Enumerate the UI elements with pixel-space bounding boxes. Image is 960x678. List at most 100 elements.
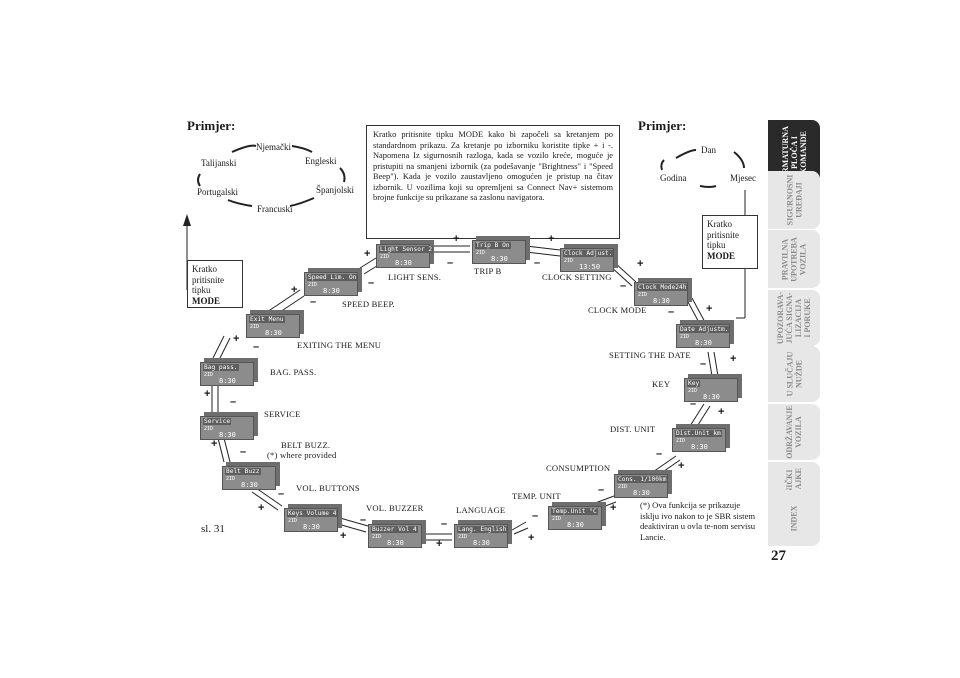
screen-cons-line3: 8:30	[633, 489, 650, 497]
plus-sign: +	[364, 248, 371, 260]
screen-clock-mode-line2: 2ID	[638, 292, 648, 298]
label-key: KEY	[652, 379, 671, 389]
screen-belt-buzz-line3: 8:30	[241, 481, 258, 489]
label-setting-date: SETTING THE DATE	[609, 350, 691, 360]
page-number: 27	[771, 548, 786, 564]
label-exiting-menu: EXITING THE MENU	[297, 340, 382, 350]
tab-warning-lights[interactable]: UPOZORAVA- JUĆA SIGNA- LIZACIJA I PORUKE	[768, 290, 820, 346]
screen-temp-unit-line2: 2ID	[552, 516, 562, 522]
press-mode-left: Kratko pritisnite tipku MODE	[187, 260, 243, 308]
press-mode-right-line4: MODE	[707, 250, 735, 261]
screen-clock-mode-line3: 8:30	[653, 297, 670, 305]
screen-light-sensor-line3: 8:30	[395, 259, 412, 267]
minus-sign: –	[532, 510, 539, 522]
plus-sign: +	[204, 388, 211, 400]
screen-cons-line1: Cons. 1/100km	[617, 476, 668, 483]
label-language: LANGUAGE	[456, 505, 506, 515]
screen-bag-pass-line1: Bag pass.	[203, 364, 239, 371]
label-clock-mode: CLOCK MODE	[588, 305, 647, 315]
screen-date-adjust: Date Adjustm. 2ID 8:30	[676, 320, 734, 348]
date-year: Godina	[660, 173, 687, 183]
right-example-title: Primjer:	[638, 118, 687, 133]
screen-lang-line1: Lang. English	[457, 526, 508, 533]
plus-sign: +	[453, 233, 460, 245]
label-vol-buzzer: VOL. BUZZER	[366, 503, 424, 513]
tab-correct-use[interactable]: PRAVILNA UPOTREBA VOZILA	[768, 230, 820, 288]
minus-sign: –	[620, 280, 627, 292]
minus-sign: –	[230, 396, 237, 408]
screen-cons: Cons. 1/100km 2ID 8:30	[614, 470, 672, 498]
screen-temp-unit-line1: Temp.Unit °C	[551, 508, 598, 515]
screen-buzzer-vol: Buzzer Vol 4 2ID 8:30	[368, 520, 426, 548]
screen-trip-b-line2: 2ID	[476, 250, 486, 256]
screen-exit-menu-line3: 8:30	[265, 329, 282, 337]
language-italian: Talijanski	[201, 158, 237, 168]
screen-date-adjust-line2: 2ID	[680, 334, 690, 340]
label-dist-unit: DIST. UNIT	[610, 424, 656, 434]
screen-key-line2: 2ID	[688, 388, 698, 394]
screen-date-adjust-line1: Date Adjustm.	[679, 326, 730, 333]
minus-sign: –	[368, 277, 375, 289]
figure-label: sl. 31	[201, 523, 225, 535]
screen-key-line1: Key	[687, 380, 701, 387]
plus-sign: +	[291, 284, 298, 296]
tab-maintenance-label: ODRŽAVANJE VOZILA	[785, 405, 803, 459]
screen-key-line3: 8:30	[703, 393, 720, 401]
press-mode-left-line2: pritisnite	[192, 274, 224, 285]
screen-exit-menu-line2: 2ID	[250, 324, 260, 330]
plus-sign: +	[340, 530, 347, 542]
tab-safety-devices[interactable]: SIGURNOSNI UREĐAJI	[768, 171, 820, 229]
press-mode-left-line3: tipku	[192, 285, 211, 295]
screen-clock-adjust-line3: 13:50	[579, 263, 601, 271]
label-light-sens: LIGHT SENS.	[388, 272, 442, 282]
label-belt-buzz: BELT BUZZ.	[281, 440, 331, 450]
date-day: Dan	[701, 145, 716, 155]
plus-sign: +	[706, 303, 713, 315]
tab-index[interactable]: INDEX	[768, 490, 820, 546]
label-where-provided: (*) where provided	[267, 450, 337, 460]
screen-keys-volume-line3: 8:30	[303, 523, 320, 531]
label-speed-beep: SPEED BEEP.	[342, 299, 395, 309]
label-consumption: CONSUMPTION	[546, 463, 611, 473]
screen-belt-buzz: Belt Buzz 2ID 8:30	[222, 462, 280, 490]
label-bag-pass: BAG. PASS.	[270, 367, 317, 377]
screen-keys-volume-line1: Keys Volume 4	[287, 510, 338, 517]
footnote: (*) Ova funkcija se prikazuje isklju ivo…	[640, 500, 756, 542]
plus-sign: +	[718, 406, 725, 418]
screen-speed-lim-line3: 8:30	[323, 287, 340, 295]
screen-belt-buzz-line2: 2ID	[226, 476, 236, 482]
tab-emergency[interactable]: U SLUČAJU NUŽDE	[768, 346, 820, 402]
plus-sign: +	[548, 233, 555, 245]
screen-bag-pass-line3: 8:30	[219, 377, 236, 385]
minus-sign: –	[253, 341, 260, 353]
minus-sign: –	[598, 484, 605, 496]
screen-clock-mode: Clock Mode24h 2ID 8:30	[634, 278, 692, 306]
screen-clock-adjust-line2: 2ID	[564, 258, 574, 264]
language-english: Engleski	[305, 156, 337, 166]
screen-light-sensor-line2: 2ID	[380, 254, 390, 260]
press-mode-right: Kratko pritisnite tipku MODE	[702, 215, 758, 269]
screen-temp-unit: Temp.Unit °C 2ID 8:30	[548, 502, 606, 530]
screen-buzzer-vol-line1: Buzzer Vol 4	[371, 526, 418, 533]
screen-light-sensor: Light Sensor 2 2ID 8:30	[376, 240, 434, 268]
screen-exit-menu: Exit Menu 2ID 8:30	[246, 310, 304, 338]
screen-service-line2: 2ID	[204, 426, 214, 432]
plus-sign: +	[730, 353, 737, 365]
screen-light-sensor-line1: Light Sensor 2	[379, 246, 434, 253]
screen-clock-mode-line1: Clock Mode24h	[637, 284, 688, 291]
screen-belt-buzz-line1: Belt Buzz	[225, 468, 261, 475]
minus-sign: –	[240, 446, 247, 458]
screen-clock-adjust-line1: Clock Adjust.	[563, 250, 614, 257]
plus-sign: +	[233, 333, 240, 345]
screen-date-adjust-line3: 8:30	[695, 339, 712, 347]
press-mode-right-line2: pritisnite	[707, 229, 739, 240]
label-trip-b: TRIP B	[474, 266, 502, 276]
screen-speed-lim: Speed Lim. On 2ID 8:30	[304, 268, 362, 296]
press-mode-left-line4: MODE	[192, 295, 220, 306]
screen-dist-unit: Dist.Unit km 2ID 8:30	[672, 424, 730, 452]
minus-sign: –	[278, 488, 285, 500]
tab-maintenance[interactable]: ODRŽAVANJE VOZILA	[768, 404, 820, 460]
screen-clock-adjust: Clock Adjust. 2ID 13:50	[560, 244, 618, 272]
screen-service-line3: 8:30	[219, 431, 236, 439]
language-french: Francuski	[257, 204, 293, 214]
